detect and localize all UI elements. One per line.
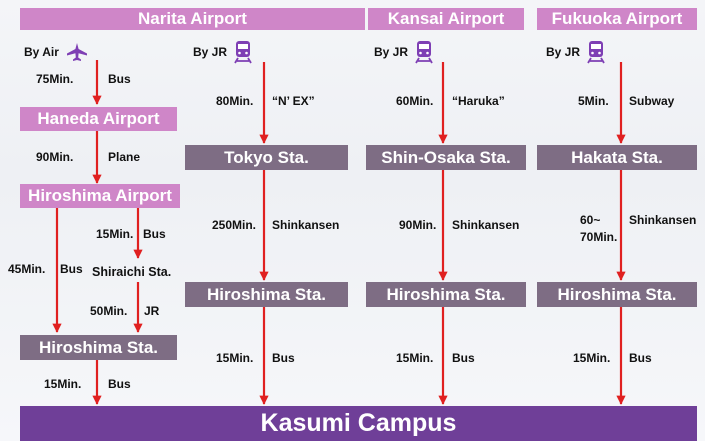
edge-time: 60~	[580, 213, 601, 227]
edge-mode: Bus	[108, 377, 131, 391]
haneda-airport-box: Haneda Airport	[20, 107, 177, 131]
by-air-label: By Air	[24, 45, 59, 59]
edge-time: 250Min.	[212, 218, 257, 232]
edge-mode: Shinkansen	[629, 213, 697, 227]
edge-mode: Bus	[108, 72, 131, 86]
hakata-sta-box: Hakata Sta.	[537, 145, 697, 170]
shiraichi-sta-label: Shiraichi Sta.	[92, 265, 172, 279]
edge-time: 15Min.	[216, 351, 254, 365]
edge-mode: Bus	[143, 227, 166, 241]
by-jr-label: By JR	[193, 45, 228, 59]
edge-time: 80Min.	[216, 94, 254, 108]
narita-airport-box: Narita Airport	[20, 8, 365, 30]
tokyo-sta-box: Tokyo Sta.	[185, 145, 348, 170]
edge-time: 70Min.	[580, 230, 618, 244]
kansai-airport-box: Kansai Airport	[368, 8, 524, 30]
hiroshima-sta-box: Hiroshima Sta.	[537, 282, 697, 307]
fukuoka-airport-box: Fukuoka Airport	[537, 8, 697, 30]
hiroshima-sta-box: Hiroshima Sta.	[20, 335, 177, 360]
hiroshima-sta-box: Hiroshima Sta.	[185, 282, 348, 307]
by-jr-mode-kansai: By JR	[374, 40, 434, 64]
hiroshima-airport-box: Hiroshima Airport	[20, 184, 180, 208]
edge-time: 45Min.	[8, 262, 46, 276]
train-icon	[587, 41, 605, 64]
edge-time: 15Min.	[396, 351, 434, 365]
edge-mode: Subway	[629, 94, 675, 108]
edge-mode: Plane	[108, 150, 141, 164]
edge-mode: Bus	[60, 262, 83, 276]
by-air-mode: By Air	[24, 42, 89, 62]
kasumi-campus-box: Kasumi Campus	[20, 406, 697, 441]
edge-time: 90Min.	[36, 150, 74, 164]
by-jr-label: By JR	[546, 45, 581, 59]
train-icon	[234, 41, 252, 64]
hiroshima-sta-box: Hiroshima Sta.	[366, 282, 526, 307]
edge-time: 15Min.	[96, 227, 134, 241]
by-jr-mode-narita: By JR	[193, 40, 253, 64]
edge-mode: “Haruka”	[452, 94, 505, 108]
edge-time: 60Min.	[396, 94, 434, 108]
edge-time: 90Min.	[399, 218, 437, 232]
edge-mode: Bus	[629, 351, 652, 365]
edge-mode: Bus	[452, 351, 475, 365]
shin-osaka-sta-box: Shin-Osaka Sta.	[366, 145, 526, 170]
by-jr-label: By JR	[374, 45, 409, 59]
edge-time: 15Min.	[44, 377, 82, 391]
airplane-icon	[66, 43, 87, 61]
edge-time: 50Min.	[90, 304, 128, 318]
edge-time: 5Min.	[578, 94, 609, 108]
edge-time: 75Min.	[36, 72, 74, 86]
edge-mode: “N’ EX”	[272, 94, 315, 108]
train-icon	[415, 41, 433, 64]
edge-time: 15Min.	[573, 351, 611, 365]
edge-mode: Bus	[272, 351, 295, 365]
edge-mode: Shinkansen	[452, 218, 520, 232]
by-jr-mode-fukuoka: By JR	[546, 40, 606, 64]
edge-mode: JR	[144, 304, 160, 318]
edge-mode: Shinkansen	[272, 218, 340, 232]
